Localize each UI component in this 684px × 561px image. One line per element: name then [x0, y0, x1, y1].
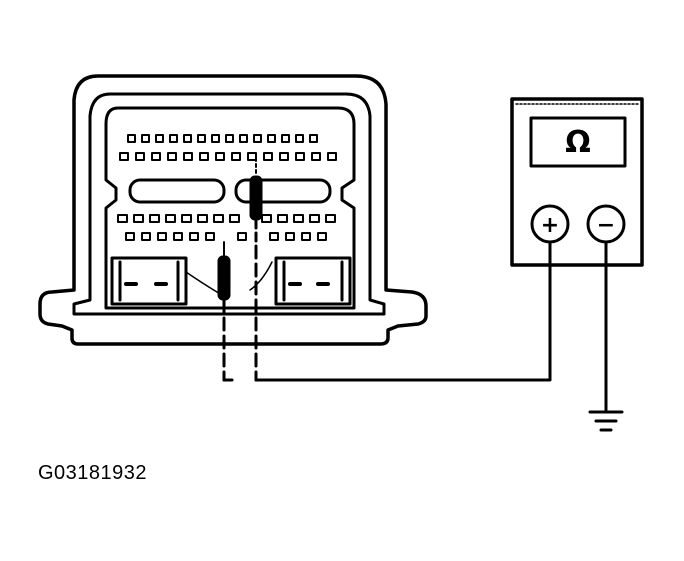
- positive-terminal: [530, 204, 570, 244]
- back-probe-pin-lower: [217, 241, 231, 301]
- ohmmeter: [510, 97, 644, 267]
- module-housing: [38, 74, 428, 346]
- pin-row-1: [127, 134, 318, 143]
- figure-id: G03181932: [38, 462, 148, 484]
- meter-display: [529, 116, 627, 168]
- negative-terminal: [586, 204, 626, 244]
- ohm-symbol-icon: Ω: [565, 125, 591, 160]
- negative-terminal-label: −: [597, 213, 615, 238]
- ground-icon: [588, 410, 624, 432]
- pin-row-4: [125, 232, 327, 241]
- pin-row-2: [119, 152, 337, 161]
- test-lead-wires: [222, 240, 608, 412]
- pin-row-3: [117, 214, 336, 223]
- positive-terminal-label: +: [541, 213, 559, 238]
- back-probe-pin-upper: [249, 157, 263, 248]
